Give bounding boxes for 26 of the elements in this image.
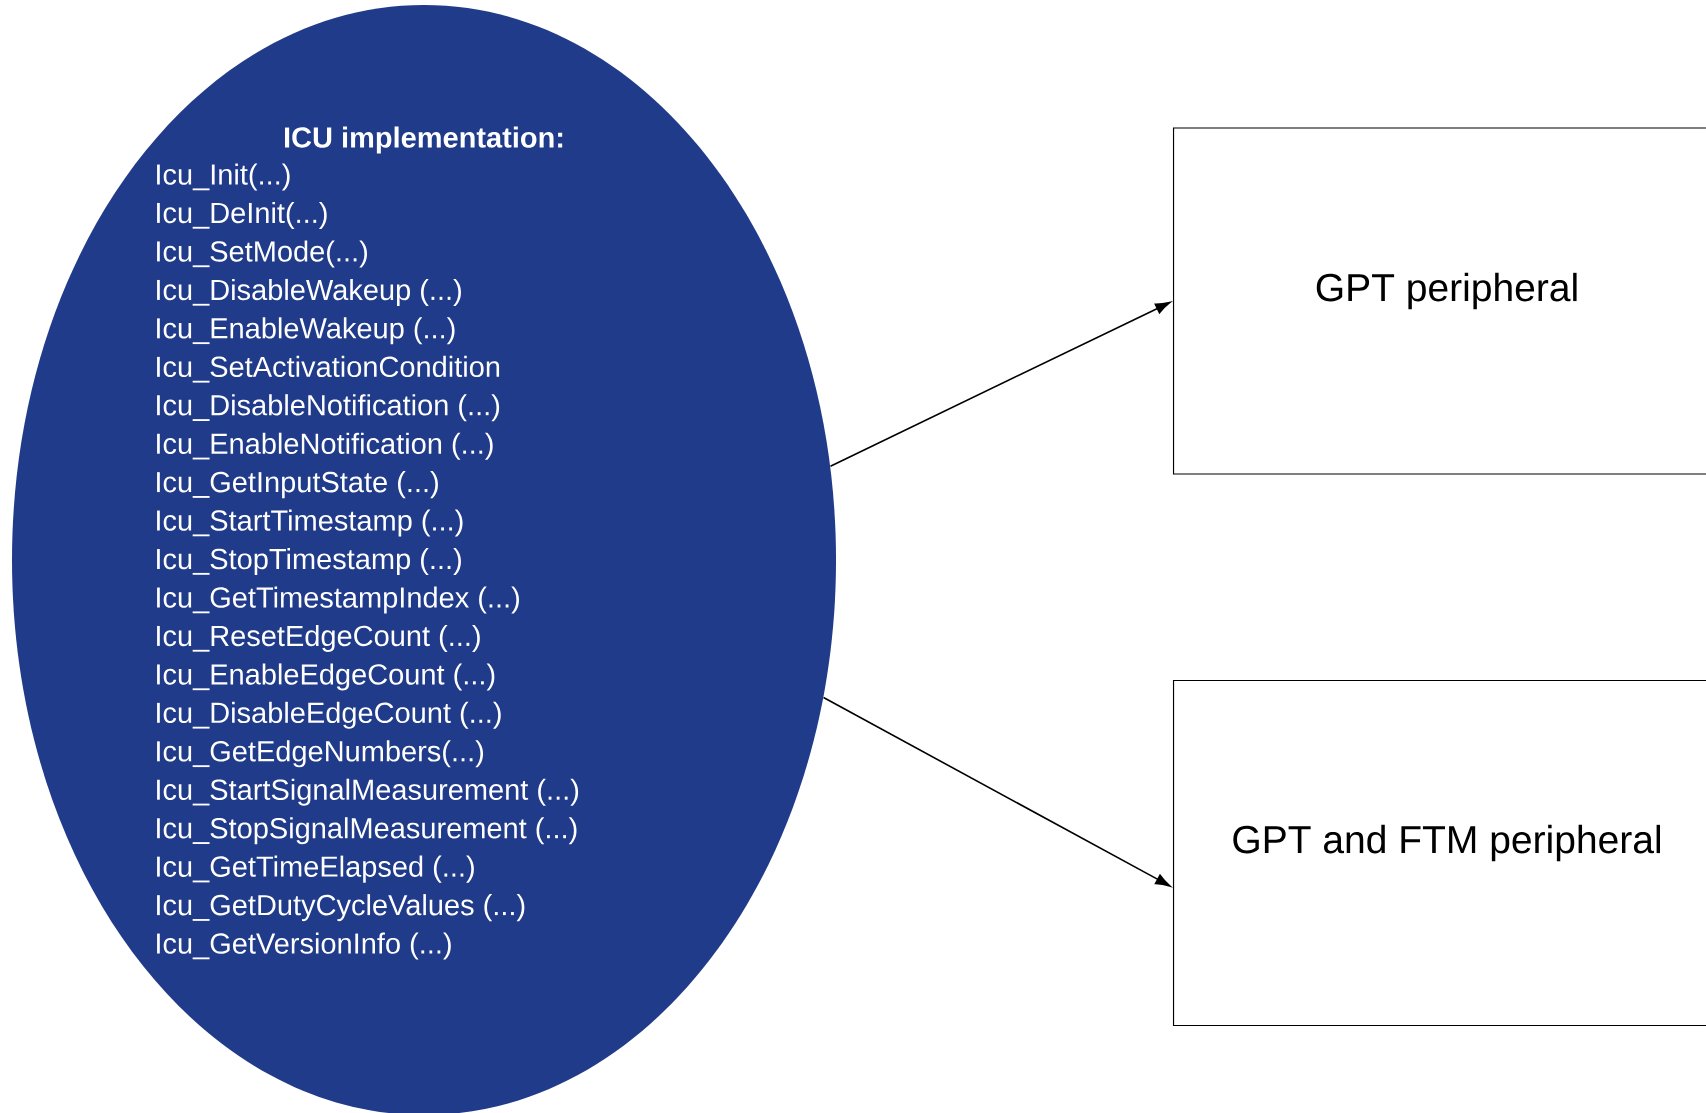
arrow (822, 696, 1171, 887)
function-name: Icu_DisableNotification (...) (157, 394, 500, 422)
function-name: Icu_GetInputState (...) (157, 471, 438, 499)
function-name: Icu_SetActivationCondition (157, 355, 500, 383)
arrow (829, 301, 1171, 467)
function-name: Icu_StartTimestamp (...) (157, 509, 463, 537)
function-name: Icu_StartSignalMeasurement (...) (157, 778, 579, 806)
function-name: Icu_EnableEdgeCount (...) (157, 663, 495, 691)
function-name: Icu_GetTimeElapsed (...) (157, 855, 474, 883)
function-name: Icu_StopTimestamp (...) (157, 548, 461, 576)
function-name: Icu_SetMode(...) (157, 240, 367, 268)
function-name: Icu_DisableWakeup (...) (157, 278, 461, 306)
function-name: Icu_GetTimestampIndex (...) (157, 586, 519, 614)
function-name: Icu_EnableWakeup (...) (157, 317, 455, 345)
process-box: GPT peripheral (1172, 127, 1706, 475)
function-name: Icu_GetVersionInfo (...) (157, 932, 451, 960)
function-name: Icu_StopSignalMeasurement (...) (157, 817, 577, 845)
function-name: Icu_ResetEdgeCount (...) (157, 624, 480, 652)
function-name: Icu_EnableNotification (...) (157, 432, 493, 460)
function-name: Icu_DisableEdgeCount (...) (157, 701, 501, 729)
heading: ICU implementation: (284, 126, 563, 154)
process-box: GPT and FTM peripheral (1172, 679, 1706, 1027)
function-name: Icu_GetDutyCycleValues (...) (157, 894, 525, 922)
function-name: Icu_GetEdgeNumbers(...) (157, 740, 483, 768)
function-name: Icu_Init(...) (157, 163, 290, 191)
function-name: Icu_DeInit(...) (157, 201, 327, 229)
